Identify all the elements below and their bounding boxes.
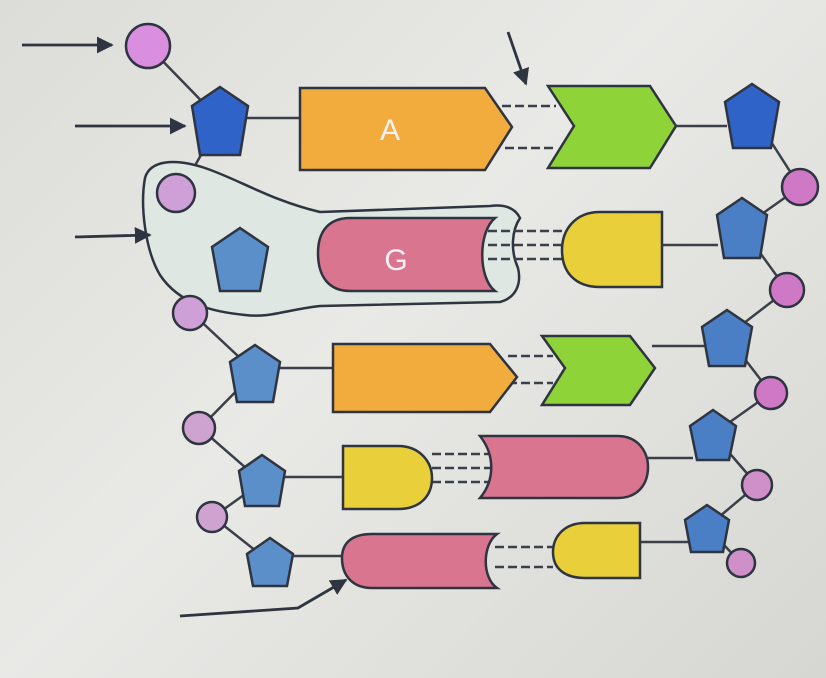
cytosine-base [560, 210, 664, 289]
thymine-base-row3 [539, 334, 657, 407]
phosphate-right-4 [740, 468, 774, 502]
phosphate-top [124, 22, 172, 70]
sugar-top-left [190, 85, 250, 157]
cytosine-base-row5 [551, 521, 642, 580]
sugar-left-3 [228, 343, 282, 404]
phosphate-left-2 [155, 172, 197, 214]
sugar-right-2 [715, 196, 769, 260]
guanine-base-row4 [477, 434, 650, 500]
arrow-to-base [179, 578, 348, 618]
sugar-base-bonds [245, 116, 727, 558]
phosphate-left-3 [171, 294, 209, 332]
sugar-right-3 [700, 308, 754, 368]
phosphate-left-4 [181, 410, 217, 446]
guanine-base [316, 216, 499, 293]
hydrogen-bonds [432, 104, 562, 569]
thymine-base [545, 84, 678, 170]
guanine-base-row5 [340, 532, 502, 590]
arrow-to-nucleotide [74, 227, 152, 244]
pointer-arrows [22, 31, 529, 618]
adenine-base [298, 86, 514, 172]
phosphates [124, 22, 820, 579]
phosphate-right-5 [725, 547, 757, 579]
sugar-left-5 [245, 536, 295, 588]
phosphate-left-5 [195, 500, 229, 534]
arrow-to-hydrogen-bond [506, 31, 529, 86]
phosphate-right-3 [753, 375, 789, 411]
right-sugars [683, 82, 781, 554]
sugar-left-2 [210, 226, 270, 293]
cytosine-base-row4 [341, 444, 434, 511]
adenine-label: A [380, 114, 400, 147]
sugar-right-5 [683, 503, 731, 554]
sugar-left-4 [237, 453, 287, 508]
sugar-right-1 [723, 82, 781, 150]
phosphate-right-1 [780, 167, 820, 207]
adenine-base-row3 [331, 342, 519, 414]
guanine-label: G [384, 244, 407, 277]
phosphate-right-2 [768, 271, 806, 309]
left-sugars [190, 85, 295, 588]
sugar-right-4 [688, 408, 738, 462]
